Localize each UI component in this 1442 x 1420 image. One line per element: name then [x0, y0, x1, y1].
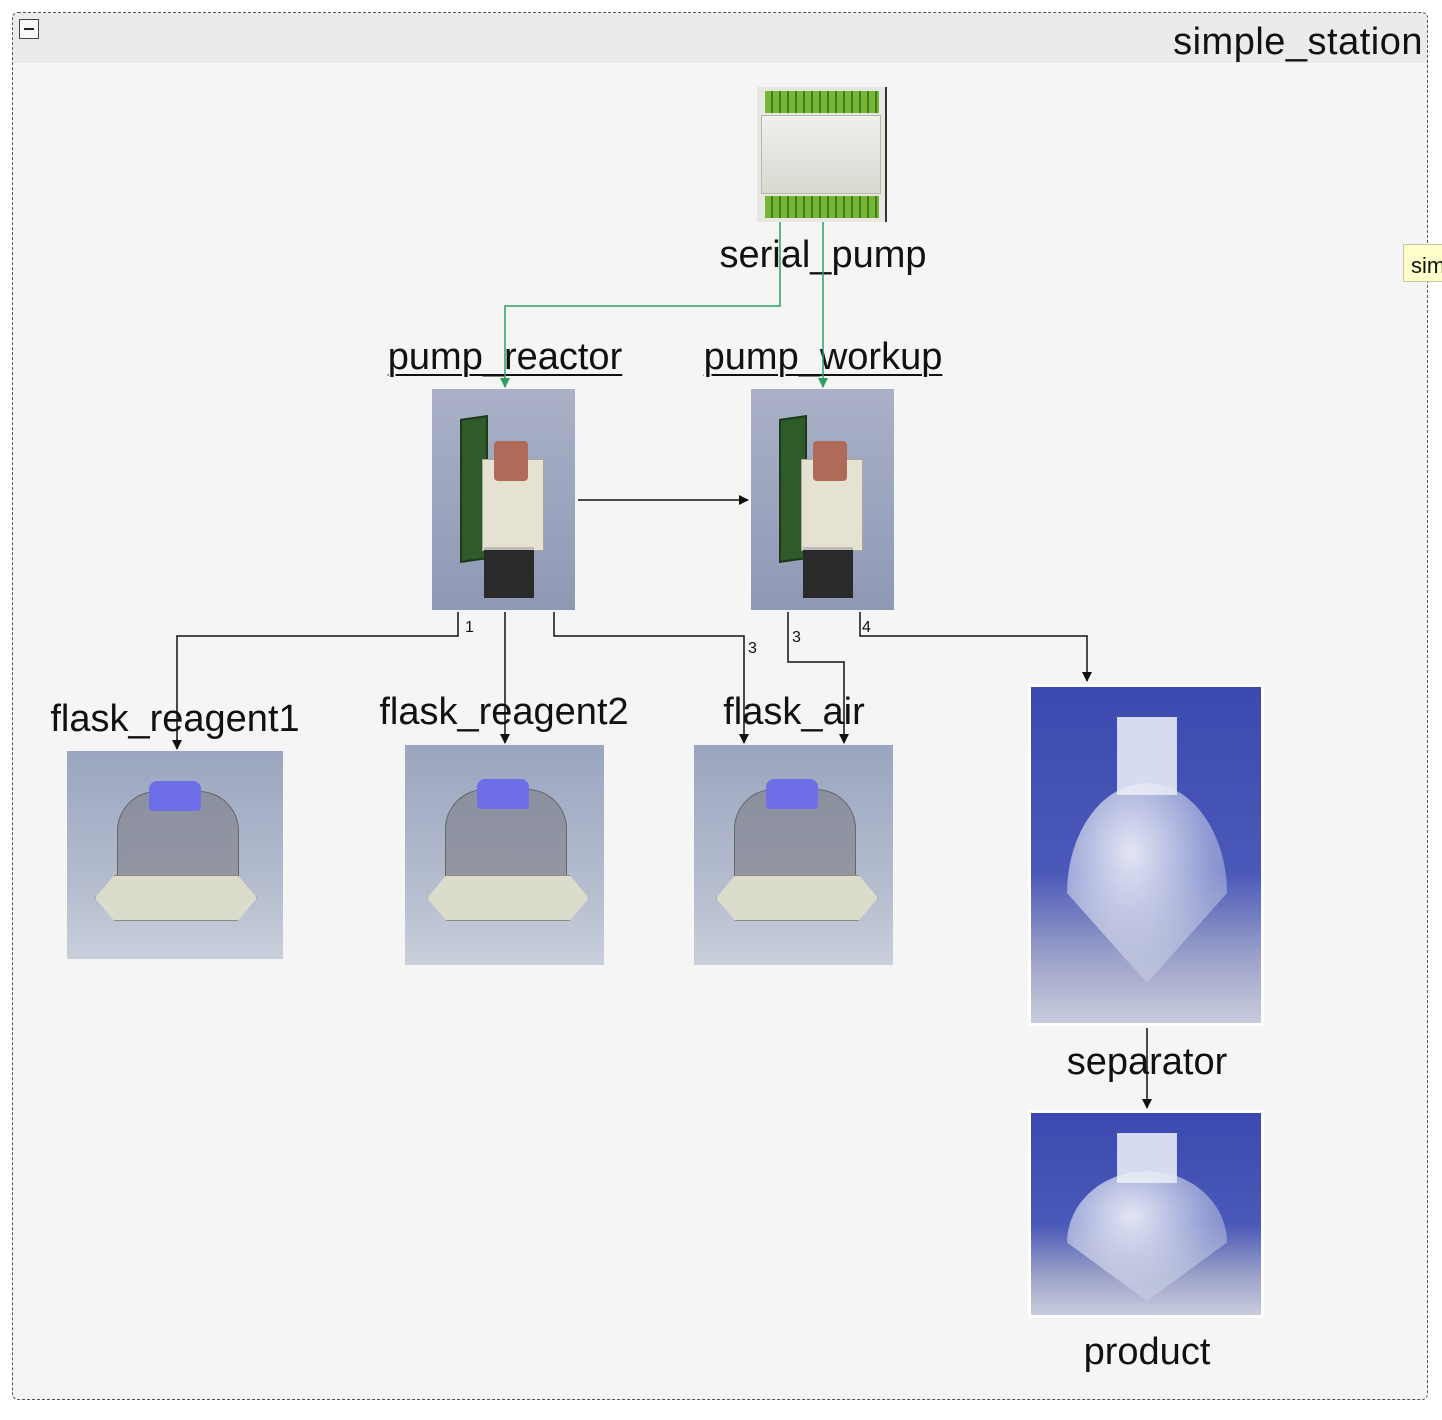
terminal-block: [765, 91, 879, 113]
controller-board-icon[interactable]: [757, 87, 887, 222]
pear-flask-icon[interactable]: [1028, 1110, 1264, 1318]
bottle-holder: [716, 875, 878, 921]
controller-body: [761, 115, 881, 194]
node-label-pump-reactor[interactable]: pump_reactor: [387, 336, 623, 378]
pump-valve: [494, 441, 528, 481]
collapse-button[interactable]: [19, 19, 39, 39]
flask-bulb: [1067, 783, 1227, 983]
reagent-bottle-icon[interactable]: [405, 745, 604, 965]
node-label-flask-reagent2[interactable]: flask_reagent2: [379, 691, 629, 733]
syringe-pump-icon[interactable]: [432, 389, 575, 610]
pump-valve: [813, 441, 847, 481]
node-label-separator[interactable]: separator: [1066, 1041, 1228, 1083]
flask-neck: [1117, 717, 1177, 795]
node-label-flask-reagent1[interactable]: flask_reagent1: [50, 698, 300, 740]
bottle-holder: [427, 875, 589, 921]
node-label-flask-air[interactable]: flask_air: [723, 691, 865, 733]
bottle-cap: [149, 781, 201, 811]
pump-motor: [484, 547, 534, 598]
pump-motor: [803, 547, 853, 598]
station-title: simple_station: [1173, 21, 1423, 63]
flask-bulb: [1067, 1171, 1227, 1301]
terminal-block: [765, 196, 879, 218]
bottle-cap: [766, 779, 818, 809]
node-label-serial-pump[interactable]: serial_pump: [719, 234, 927, 276]
node-label-pump-workup[interactable]: pump_workup: [703, 336, 943, 378]
node-label-product[interactable]: product: [1083, 1331, 1211, 1373]
pear-flask-icon[interactable]: [1028, 684, 1264, 1026]
bottle-holder: [95, 875, 257, 921]
station-header: simple_station: [13, 13, 1427, 63]
reagent-bottle-icon[interactable]: [694, 745, 893, 965]
syringe-pump-icon[interactable]: [751, 389, 894, 610]
bottle-cap: [477, 779, 529, 809]
tooltip: sim: [1403, 244, 1442, 282]
reagent-bottle-icon[interactable]: [67, 751, 283, 959]
